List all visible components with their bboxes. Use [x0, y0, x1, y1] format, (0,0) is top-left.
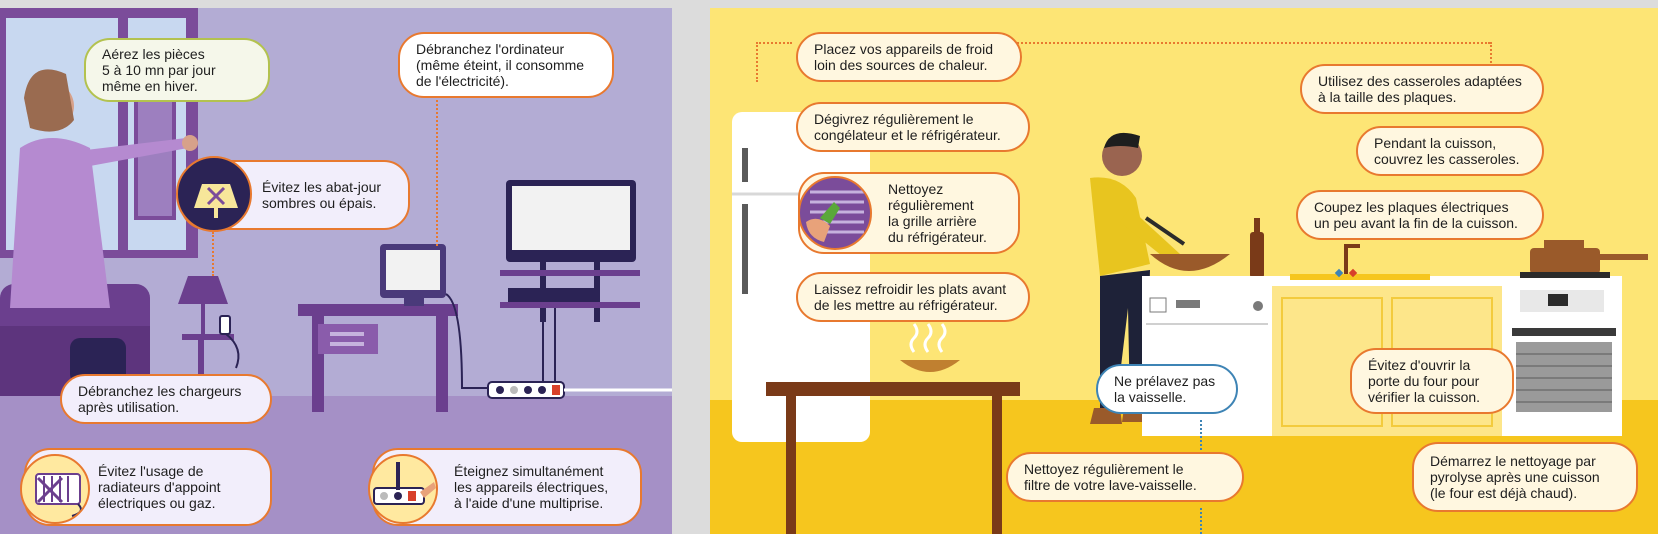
tip-dishwasher-filter: Nettoyez régulièrement le filtre de votr…: [1006, 452, 1244, 502]
desk: [298, 304, 458, 316]
power-strip-icon: [368, 454, 438, 524]
connector: [1200, 508, 1202, 534]
radiator-icon: [20, 454, 90, 524]
cushion: [70, 338, 126, 384]
tip-air-rooms: Aérez les pièces 5 à 10 mn par jour même…: [84, 38, 270, 102]
tip-cold-appliances: Placez vos appareils de froid loin des s…: [796, 32, 1022, 82]
tip-power-strip: Éteignez simultanément les appareils éle…: [372, 448, 642, 526]
man-hair: [1104, 132, 1140, 148]
wok: [1150, 254, 1230, 271]
tip-unplug-chargers: Débranchez les chargeurs après utilisati…: [60, 374, 272, 424]
connector: [1200, 420, 1202, 462]
tip-defrost: Dégivrez régulièrement le congélateur et…: [796, 102, 1030, 152]
table-lamp-shade: [178, 276, 228, 304]
countertop: [1142, 276, 1622, 286]
living-room-panel: Aérez les pièces 5 à 10 mn par jour même…: [0, 8, 672, 534]
woman-hair: [24, 69, 74, 132]
hot-dish: [900, 360, 960, 372]
phone-charger: [219, 315, 231, 335]
lampshade-icon: [176, 156, 252, 232]
tip-hobs-off: Coupez les plaques électriques un peu av…: [1296, 190, 1544, 240]
connector: [1490, 42, 1492, 66]
bottle: [1250, 232, 1264, 278]
tip-pyrolysis: Démarrez le nettoyage par pyrolyse après…: [1412, 442, 1638, 512]
side-table: [182, 334, 234, 340]
connector: [1006, 42, 1490, 44]
connector: [756, 42, 758, 82]
tv-box: [508, 288, 596, 302]
connector: [212, 232, 214, 276]
connector: [436, 96, 438, 246]
tap: [1344, 244, 1360, 274]
tip-cool-dishes: Laissez refroidir les plats avant de les…: [796, 272, 1030, 322]
man-sweater: [1090, 177, 1150, 276]
table: [766, 382, 1020, 396]
tip-unplug-computer: Débranchez l'ordinateur (même éteint, il…: [398, 32, 614, 98]
tip-oven-door: Évitez d'ouvrir la porte du four pour vé…: [1350, 348, 1514, 414]
woman-body: [10, 138, 110, 308]
tip-no-prewash: Ne prélavez pas la vaisselle.: [1096, 364, 1238, 414]
connector: [756, 42, 792, 44]
fridge-grille-icon: [798, 176, 872, 250]
saucepan: [1530, 248, 1600, 274]
kitchen-panel: Placez vos appareils de froid loin des s…: [710, 8, 1658, 534]
tip-cover-pans: Pendant la cuisson, couvrez les casserol…: [1356, 126, 1544, 176]
tip-pan-size: Utilisez des casseroles adaptées à la ta…: [1300, 64, 1544, 114]
